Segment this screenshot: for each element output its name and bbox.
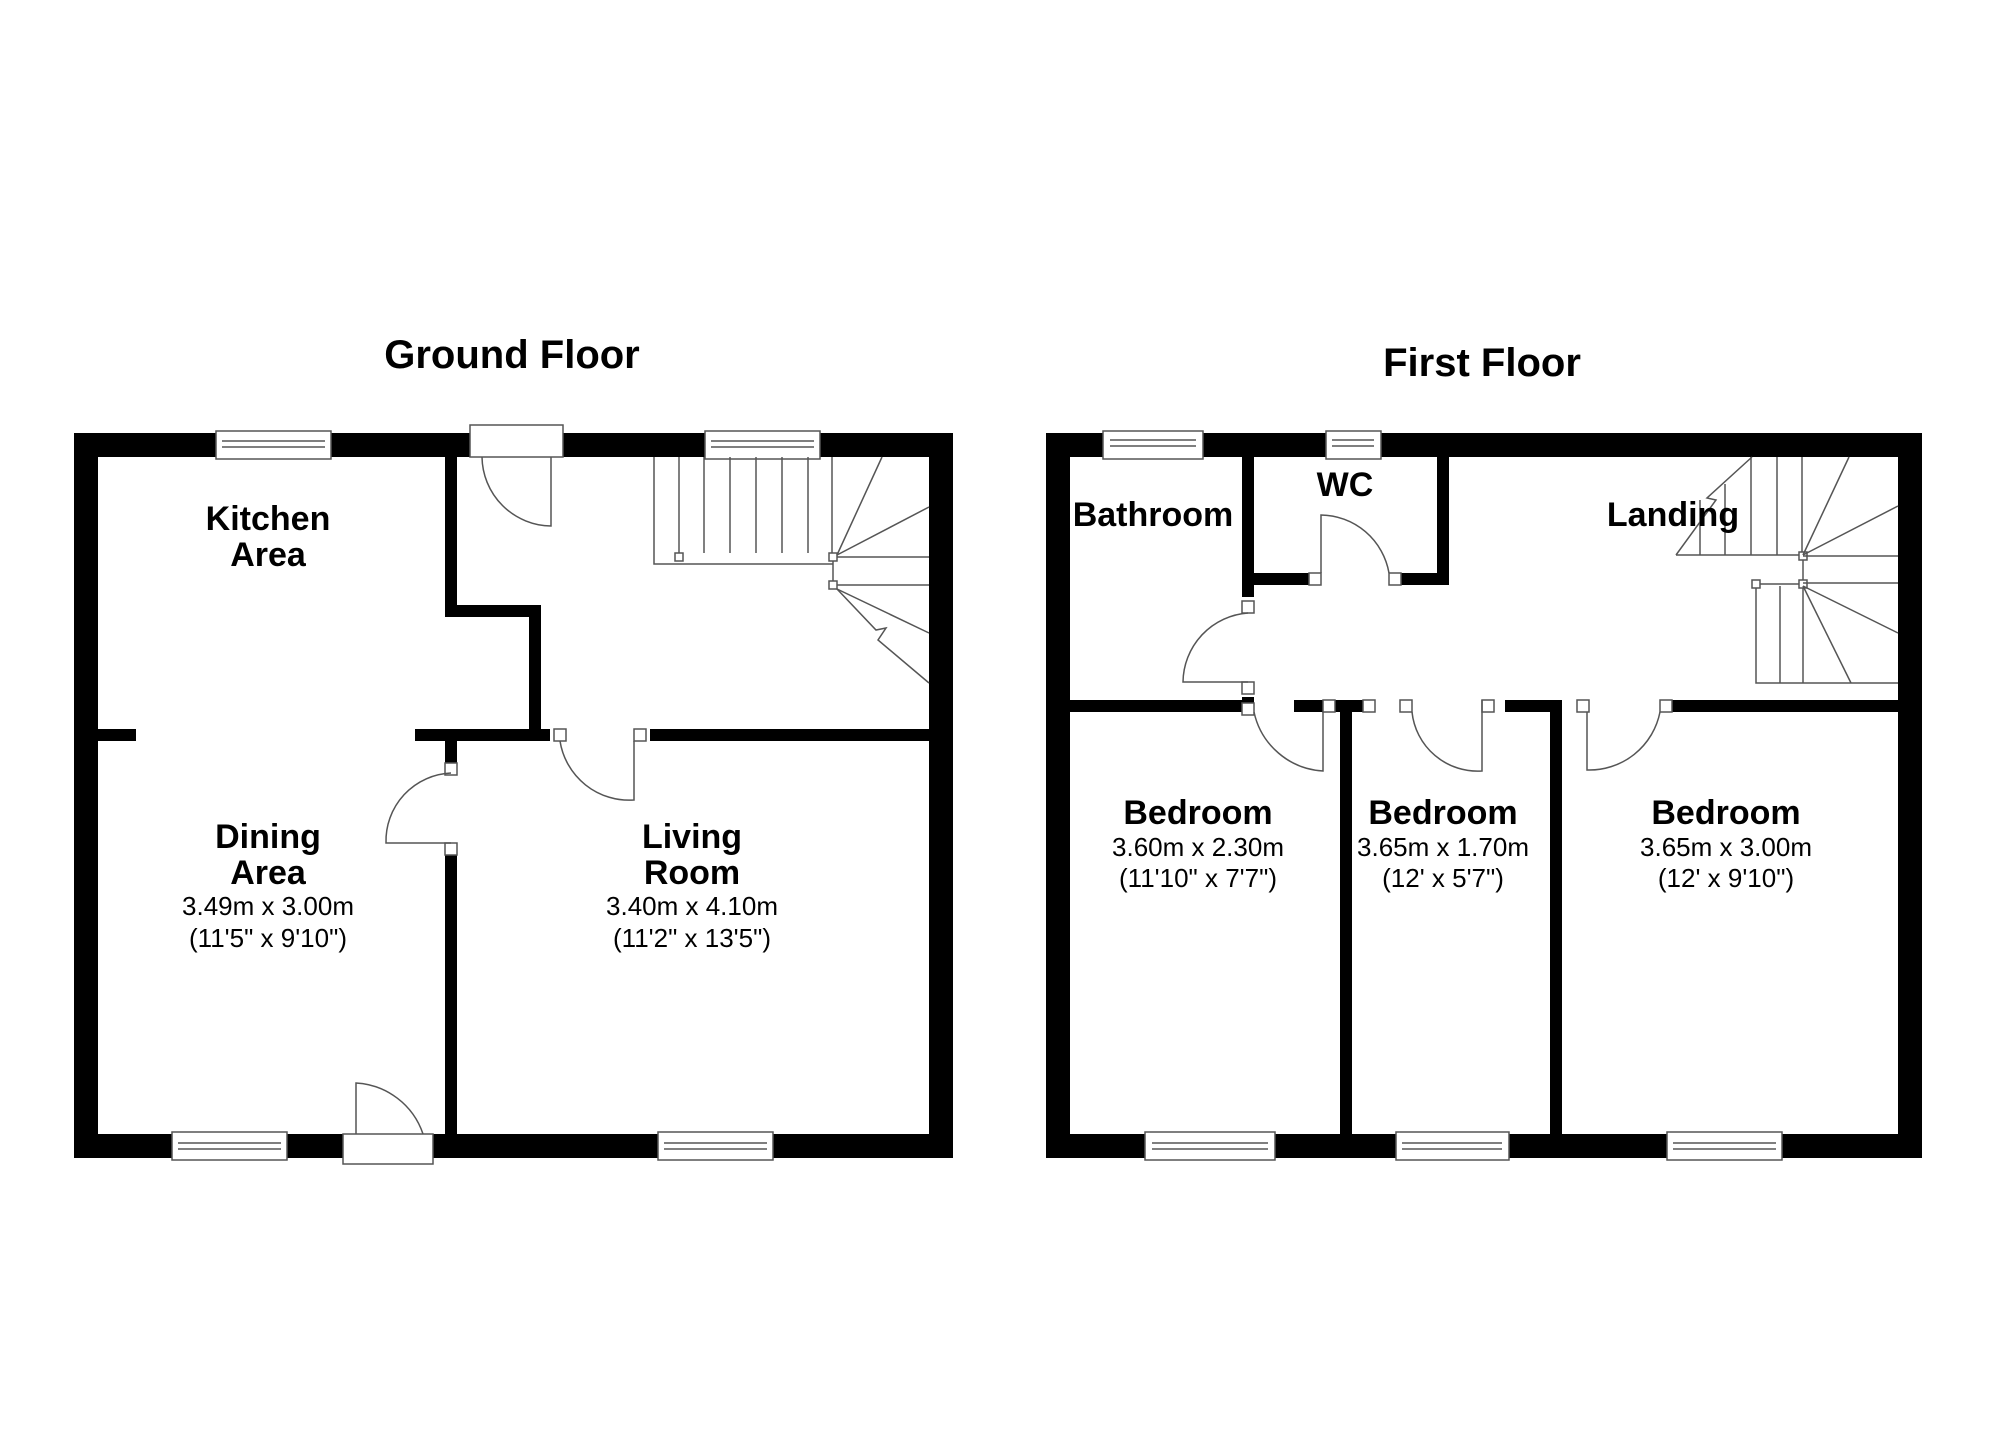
- room-label-kitchen-area: Kitchen Area: [205, 500, 331, 574]
- dining-dimensions-metric: 3.49m x 3.00m: [182, 891, 354, 922]
- first-floor-fixtures: [1102, 430, 1899, 1161]
- gf-wall-right: [929, 433, 953, 1158]
- first-floor-title: First Floor: [1383, 341, 1581, 385]
- living-dimensions-imperial: (11'2" x 13'5"): [613, 922, 771, 953]
- room-label-bedroom-2: Bedroom 3.65m x 1.70m (12' x 5'7"): [1357, 794, 1529, 893]
- room-label-wc: WC: [1316, 466, 1374, 504]
- ground-floor-fixtures: [171, 424, 930, 1165]
- room-label-dining-area: Dining Area 3.49m x 3.00m (11'5" x 9'10"…: [182, 818, 354, 953]
- living-dimensions-metric: 3.40m x 4.10m: [606, 891, 778, 922]
- dining-dimensions-imperial: (11'5" x 9'10"): [189, 922, 347, 953]
- room-label-bathroom: Bathroom: [1072, 496, 1234, 534]
- gf-wall-left: [74, 433, 98, 1158]
- ground-floor-title: Ground Floor: [384, 333, 640, 377]
- room-label-landing: Landing: [1606, 496, 1740, 534]
- room-label-bedroom-1: Bedroom 3.60m x 2.30m (11'10" x 7'7"): [1112, 794, 1284, 893]
- room-label-bedroom-3: Bedroom 3.65m x 3.00m (12' x 9'10"): [1640, 794, 1812, 893]
- room-label-living-room: Living Room 3.40m x 4.10m (11'2" x 13'5"…: [606, 818, 778, 953]
